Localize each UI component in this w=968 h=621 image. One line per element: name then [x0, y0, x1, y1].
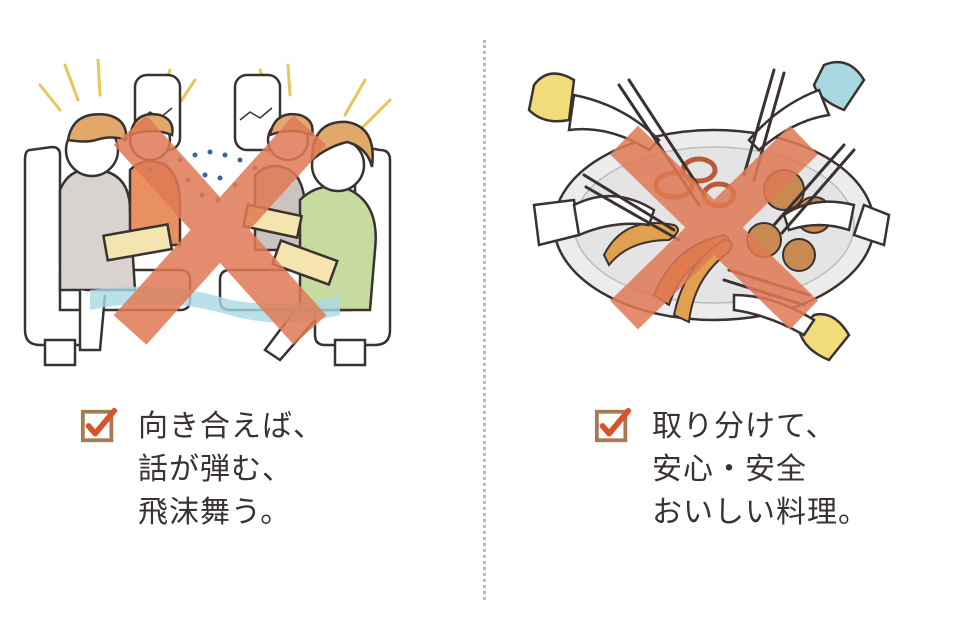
dotted-divider: [483, 40, 486, 600]
caption-line: おいしい料理。: [652, 495, 869, 530]
caption-line: 取り分けて、: [652, 409, 837, 444]
caption-line: 飛沫舞う。: [138, 495, 292, 530]
caption-face-to-face: 向き合えば、 話が弾む、 飛沫舞う。: [80, 405, 324, 534]
caption-line: 向き合えば、: [138, 409, 324, 444]
caption-shared-platter: 取り分けて、 安心・安全 おいしい料理。: [594, 405, 869, 534]
checked-box-icon: [80, 407, 118, 443]
panel-face-to-face: 向き合えば、 話が弾む、 飛沫舞う。: [23, 58, 392, 534]
shared-platter-chopsticks-crossed-out-icon: [527, 60, 891, 362]
caption-line: 話が弾む、: [138, 452, 293, 487]
checked-box-icon: [594, 407, 632, 443]
panel-shared-platter: 取り分けて、 安心・安全 おいしい料理。: [484, 0, 968, 621]
caption-line: 安心・安全: [652, 452, 807, 487]
people-eating-facing-on-train-crossed-out-icon: [23, 58, 392, 367]
